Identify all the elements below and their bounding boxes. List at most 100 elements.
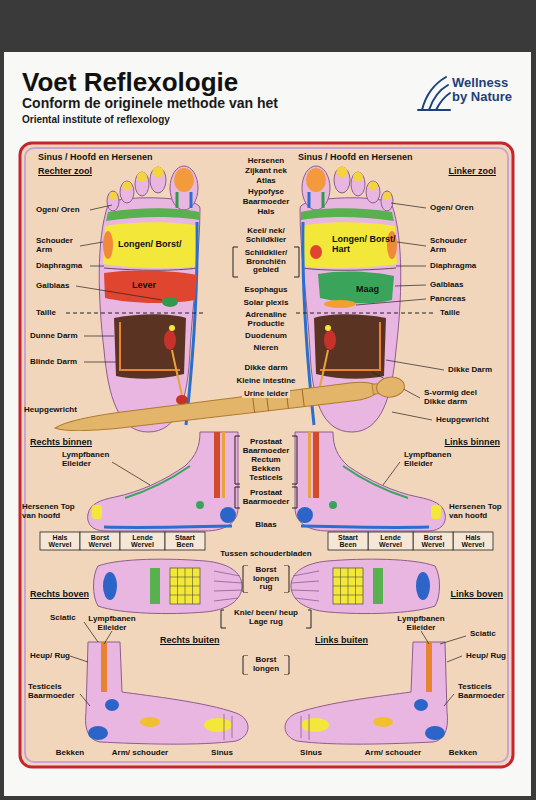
lymph-zone xyxy=(103,572,117,600)
toe xyxy=(120,181,134,203)
massage-stick xyxy=(54,376,406,438)
brain-zone xyxy=(174,168,194,192)
tailbone-zone xyxy=(220,507,236,523)
table-cell xyxy=(40,532,80,550)
view-heading: Rechts binnen xyxy=(30,437,92,447)
reflex-zone-label: Keel/ nek/ Schildklier xyxy=(236,227,296,245)
toe-lines xyxy=(224,714,232,740)
gallbladder-zone xyxy=(162,297,178,307)
reflex-zone-label: Bekken xyxy=(56,749,84,758)
organ-label: Longen/ Borst/ xyxy=(118,239,182,249)
shoulder-zone xyxy=(140,717,160,727)
reflex-zone-label: S-vormig deel Dikke darm xyxy=(424,389,494,407)
reflex-zone-label: Dikke Darm xyxy=(448,366,492,375)
neck-zone xyxy=(176,192,179,208)
sinus-zone xyxy=(123,182,132,191)
view-heading: Links buiten xyxy=(315,635,368,645)
reflex-zone-label: Ogen/ Oren xyxy=(430,204,474,213)
reflex-zone-label: Baarmoeder xyxy=(241,198,292,207)
sinus-zone xyxy=(109,192,117,200)
reflex-zone-label: Blaas xyxy=(253,521,278,530)
reflex-zone-label: Kleine intestine xyxy=(234,377,297,386)
vertebra-label: Borst Wervel xyxy=(81,534,119,549)
poster-sheet xyxy=(4,52,531,796)
view-heading: Rechts buiten xyxy=(160,635,220,645)
reflex-zone-label: Bekken xyxy=(250,465,282,474)
reflex-zone-label: Testicels xyxy=(247,474,285,483)
subtitle: Conform de originele methode van het xyxy=(22,96,278,112)
reflex-zone-label: Prostaat xyxy=(248,489,284,498)
reflex-zone-label: Lympfbanen Eileider xyxy=(393,615,449,633)
reflex-zone-label: Urine leider xyxy=(242,390,290,399)
colon-zone xyxy=(120,322,180,370)
reflex-zone-label: Sinus xyxy=(300,749,322,758)
organ-label: Lever xyxy=(132,280,156,290)
reflex-zone-label: Baarmoeder xyxy=(241,498,292,507)
reflex-zone-label: Borst longen xyxy=(244,656,288,674)
reflex-zone-label: Sinus xyxy=(211,749,233,758)
reflex-zone-label: Esophagus xyxy=(242,286,289,295)
brain-zone xyxy=(92,505,102,519)
ureter-zone xyxy=(172,350,182,396)
toe xyxy=(150,167,166,193)
brand-name: Wellness by Nature xyxy=(452,76,524,103)
logo-icon xyxy=(418,77,450,110)
vertebra-table xyxy=(40,532,205,550)
reflex-zone-label: Arm/ schouder xyxy=(365,749,421,758)
vertebra-table xyxy=(328,532,493,550)
big-toe xyxy=(170,166,198,210)
vertebra-label: Hals Wervel xyxy=(454,534,492,549)
reflex-zone-label: Bekken xyxy=(449,749,477,758)
reflex-zone-label: Schouder Arm xyxy=(36,237,78,255)
table-cell xyxy=(165,532,205,550)
lung-zone xyxy=(103,222,199,268)
reflex-zone-label: Duodenum xyxy=(243,332,289,341)
organ-label: Maag xyxy=(356,284,379,294)
lung-zone xyxy=(170,568,200,604)
foot-top-view xyxy=(94,559,243,613)
prostate-zone xyxy=(214,432,220,498)
bracket xyxy=(221,247,311,674)
toe-lines xyxy=(214,571,242,601)
reflex-zone-label: Atlas xyxy=(254,177,278,186)
bladder-zone xyxy=(196,501,204,509)
reflex-zone-label: Schildklier/ Bronchiën gebied xyxy=(236,249,296,276)
foot-inner-side xyxy=(295,432,445,531)
kidney-zone xyxy=(164,330,176,350)
pelvis-zone xyxy=(88,726,108,740)
reflex-zone-label: Galblaas xyxy=(36,282,69,291)
logo-stroke xyxy=(422,77,446,110)
reflex-zone-label: Ogen/ Oren xyxy=(36,206,80,215)
reflex-zone-label: Arm/ schouder xyxy=(112,749,168,758)
vertebra-label: Staart Been xyxy=(166,534,204,549)
reflex-zone-label: Hersenen Top van hoofd xyxy=(22,503,86,521)
zone-heading: Sinus / Hoofd en Hersenen xyxy=(298,152,413,162)
foot-outline xyxy=(86,642,248,744)
diaphragm-line xyxy=(104,268,198,270)
vertebra-label: Staart Been xyxy=(329,534,367,549)
vertebra-label: Borst Wervel xyxy=(414,534,452,549)
reflex-zone-label: Lympfbanen Eileider xyxy=(404,451,460,469)
throat-zone xyxy=(106,208,199,221)
spine-zone xyxy=(104,526,232,527)
reflex-zone-label: Hersenen Top van hoofd xyxy=(449,503,511,521)
view-heading: Rechter zool xyxy=(38,166,92,176)
logo-stroke xyxy=(436,93,450,110)
subtitle: Oriental institute of reflexology xyxy=(22,114,170,125)
reflex-zone-label: Hals xyxy=(256,208,277,217)
reflex-zone-label: Heup/ Rug xyxy=(466,652,506,661)
reflex-zone-label: Hypofyse xyxy=(246,188,286,197)
reflex-zone-label: Dunne Darm xyxy=(30,332,78,341)
reflex-zone-label: Adrenaline Productie xyxy=(236,311,296,329)
reflex-zone-label: Heup/ Rug xyxy=(30,652,70,661)
sciatic-zone xyxy=(101,642,107,692)
reflex-zone-label: Tussen schouderbladen xyxy=(218,550,313,559)
view-heading: Links binnen xyxy=(444,437,500,447)
hip-zone xyxy=(105,699,119,711)
reflex-zone-label: Schouder Arm xyxy=(430,237,472,255)
sinus-zone xyxy=(137,172,147,182)
view-heading: Links boven xyxy=(450,589,503,599)
spine-zone xyxy=(190,192,193,208)
